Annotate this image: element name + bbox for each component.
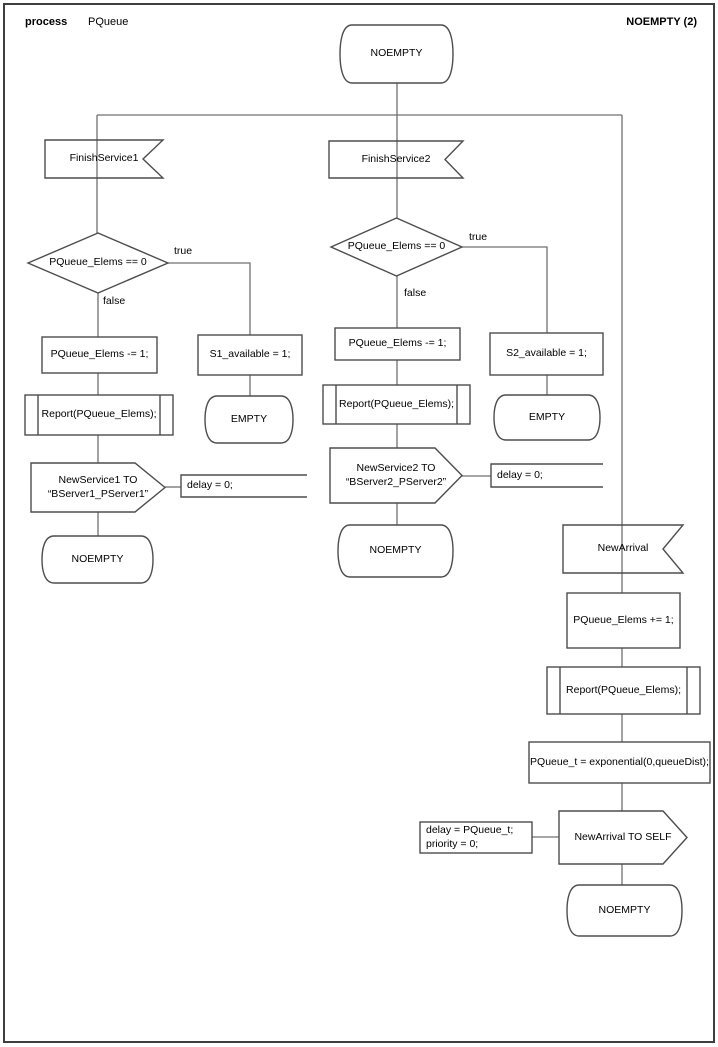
decision-fs2-false-label: false [404, 287, 427, 299]
action-fs2-decrement-box [334, 327, 461, 361]
decision-fs1-false-label: false [103, 295, 126, 307]
action-s2-available-box [489, 332, 604, 376]
action-na-report-box [546, 666, 701, 715]
header-doc-name: PQueue [88, 16, 129, 28]
state-noempty-fs2 [337, 524, 454, 578]
action-na-increment-box [566, 592, 681, 649]
action-na-sample-box [528, 741, 711, 784]
action-fs2-report-bars [335, 385, 458, 424]
state-empty-fs2 [493, 394, 601, 441]
send-newarrival-self-pentagon [558, 810, 688, 865]
connector-lines [96, 83, 623, 885]
header-doc-type: process [25, 16, 68, 28]
connector-fs1-true [168, 262, 251, 335]
connector-fs2-true [462, 246, 548, 333]
state-noempty-na [566, 884, 683, 937]
state-noempty-fs1 [41, 535, 154, 584]
send-newservice1-pentagon [30, 462, 167, 513]
action-fs1-report-bars [37, 395, 161, 435]
action-na-report-bars [559, 667, 688, 714]
header-page-label: NOEMPTY (2) [626, 16, 697, 28]
page-border [3, 3, 715, 1043]
note-fs2-delay-box [490, 463, 603, 488]
note-fs1-delay-box [180, 474, 307, 498]
state-empty-fs1 [204, 395, 294, 444]
action-s1-available-box [197, 334, 303, 376]
decision-fs2-diamond [329, 217, 464, 277]
decision-fs2-true-label: true [469, 231, 488, 243]
send-newservice2-pentagon [329, 447, 463, 504]
state-noempty-start [339, 24, 454, 84]
action-fs2-report-box [322, 384, 471, 425]
decision-fs1-true-label: true [174, 245, 193, 257]
event-newarrival-flag [562, 524, 685, 574]
decision-fs1-diamond [26, 232, 170, 294]
event-finishservice2-flag [328, 140, 465, 179]
note-na-params-box [419, 821, 533, 854]
action-fs1-report-box [24, 394, 174, 436]
event-finishservice1-flag [44, 139, 165, 179]
action-fs1-decrement-box [41, 336, 158, 374]
